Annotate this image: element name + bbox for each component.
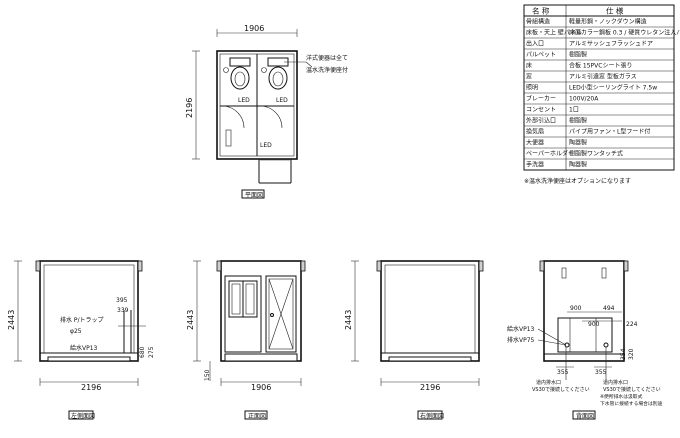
back-dim-900a: 900: [570, 305, 582, 312]
back-note-r1: 道内排水口: [603, 379, 628, 386]
spec-row-value: パイプ用ファン・L型フード付: [569, 128, 650, 136]
left-supply: 給水VP13: [70, 344, 98, 352]
spec-row-name: ペーパーホルダー: [526, 150, 574, 158]
spec-header-name: 名 称: [532, 6, 550, 16]
spec-row-name: 出入口: [526, 40, 544, 48]
front-caption: 正面図: [248, 413, 266, 420]
spec-row-name: ブレーカー: [526, 95, 556, 103]
left-width-dim: 2196: [81, 383, 101, 392]
spec-row-name: 床板・天上 壁パネル: [526, 29, 582, 37]
back-supply: 給水VP13: [507, 325, 535, 333]
left-drain-2: φ25: [70, 328, 82, 335]
toilet-right: [261, 57, 289, 90]
spec-row-value: 樹脂製: [569, 51, 587, 59]
plan-width-dim: 1906: [244, 24, 264, 33]
plan-view: 1906 2196: [185, 24, 348, 199]
toilet-left: [223, 57, 251, 90]
spec-row-value: 陶器製: [569, 139, 587, 147]
plan-depth-dim: 2196: [185, 98, 194, 118]
spec-row-value: LED小型シーリングライト 7.5w: [569, 84, 657, 92]
spec-row-value: 合板 15PVCシート張り: [569, 62, 632, 70]
spec-header-spec: 仕 様: [606, 6, 624, 16]
spec-row-value: 100V/20A: [569, 96, 599, 103]
spec-row-name: コンセント: [526, 107, 556, 114]
back-note-r2: VS30で接続してください: [603, 386, 661, 393]
spec-row-value: アルミサッシュフラッシュドア: [569, 41, 653, 48]
back-dim-494: 494: [603, 305, 615, 312]
spec-row-name: 外部引込口: [526, 117, 556, 125]
spec-row-value: 床面カラー鋼板 0.3 / 硬質ウレタン注入パネル 30: [569, 29, 680, 37]
back-note-l1: 道内排水口: [536, 379, 561, 386]
left-drain-1: 排水 P/トラップ: [60, 316, 104, 324]
spec-row-name: 窓: [526, 73, 532, 81]
spec-row-name: 大便器: [526, 139, 544, 147]
plan-leader-note-2: 温水洗浄便座付: [306, 66, 348, 74]
back-dim-224: 224: [626, 321, 638, 328]
back-note-r3: ※便所排水は汲取式: [600, 393, 643, 400]
left-side-view: 2443 2196 395 339 680 275 排水 P/トラップ φ25 …: [7, 260, 155, 420]
left-height-dim: 2443: [7, 310, 16, 330]
back-caption: 背面図: [576, 412, 594, 420]
back-note-r4: 下水管に接続する場合は別途: [600, 400, 663, 407]
left-dim-680: 680: [139, 346, 146, 358]
left-dim-395: 395: [116, 297, 128, 304]
back-dim-900b: 900: [588, 321, 600, 328]
back-dim-354: 354: [620, 348, 627, 360]
spec-row-value: 1口: [569, 107, 579, 114]
plan-led-1: LED: [238, 97, 250, 104]
left-dim-275: 275: [148, 346, 155, 358]
spec-row-name: 換気扇: [526, 128, 544, 136]
front-dim-150: 150: [204, 369, 211, 381]
right-height-dim: 2443: [344, 310, 353, 330]
front-height-dim: 2443: [186, 310, 195, 330]
plan-leader-note-1: 洋式便器は全て: [306, 54, 348, 62]
spec-row-name: 手洗器: [526, 161, 544, 169]
right-caption: 右側面図: [420, 412, 444, 420]
spec-row-name: パルペット: [526, 52, 556, 59]
spec-row-name: 床: [526, 62, 532, 70]
spec-row-value: 樹脂製ワンタッチ式: [569, 150, 623, 158]
back-dim-355b: 355: [595, 369, 607, 376]
back-drain: 排水VP75: [507, 336, 535, 344]
spec-row-value: 軽量形鋼・ノックダウン構造: [569, 18, 647, 26]
back-dim-355a: 355: [557, 369, 569, 376]
left-dim-339: 339: [117, 307, 129, 314]
plan-caption: 平面図: [245, 192, 263, 199]
spec-row-value: 陶器製: [569, 161, 587, 169]
spec-row-value: アルミ引違窓 型板ガラス: [569, 73, 637, 81]
spec-row-name: 骨組構造: [526, 18, 550, 26]
back-view: 900 494 900 224 354 320 給水VP13 排水VP75 35…: [507, 260, 663, 420]
back-note-l2: VS30で接続してください: [532, 386, 590, 393]
spec-row-value: 樹脂製: [569, 117, 587, 125]
right-side-view: 2443 2196 右側面図: [344, 260, 484, 420]
plan-led-3: LED: [260, 142, 272, 149]
front-width-dim: 1906: [251, 383, 271, 392]
spec-row-name: 照明: [526, 85, 538, 92]
front-view: 2443 150 1906 正面図: [186, 260, 306, 420]
spec-note: ※温水洗浄便座はオプションになります: [524, 177, 631, 185]
back-dim-320: 320: [628, 348, 635, 360]
plan-led-2: LED: [276, 97, 288, 104]
right-width-dim: 2196: [420, 383, 440, 392]
left-caption: 左側面図: [71, 412, 95, 420]
